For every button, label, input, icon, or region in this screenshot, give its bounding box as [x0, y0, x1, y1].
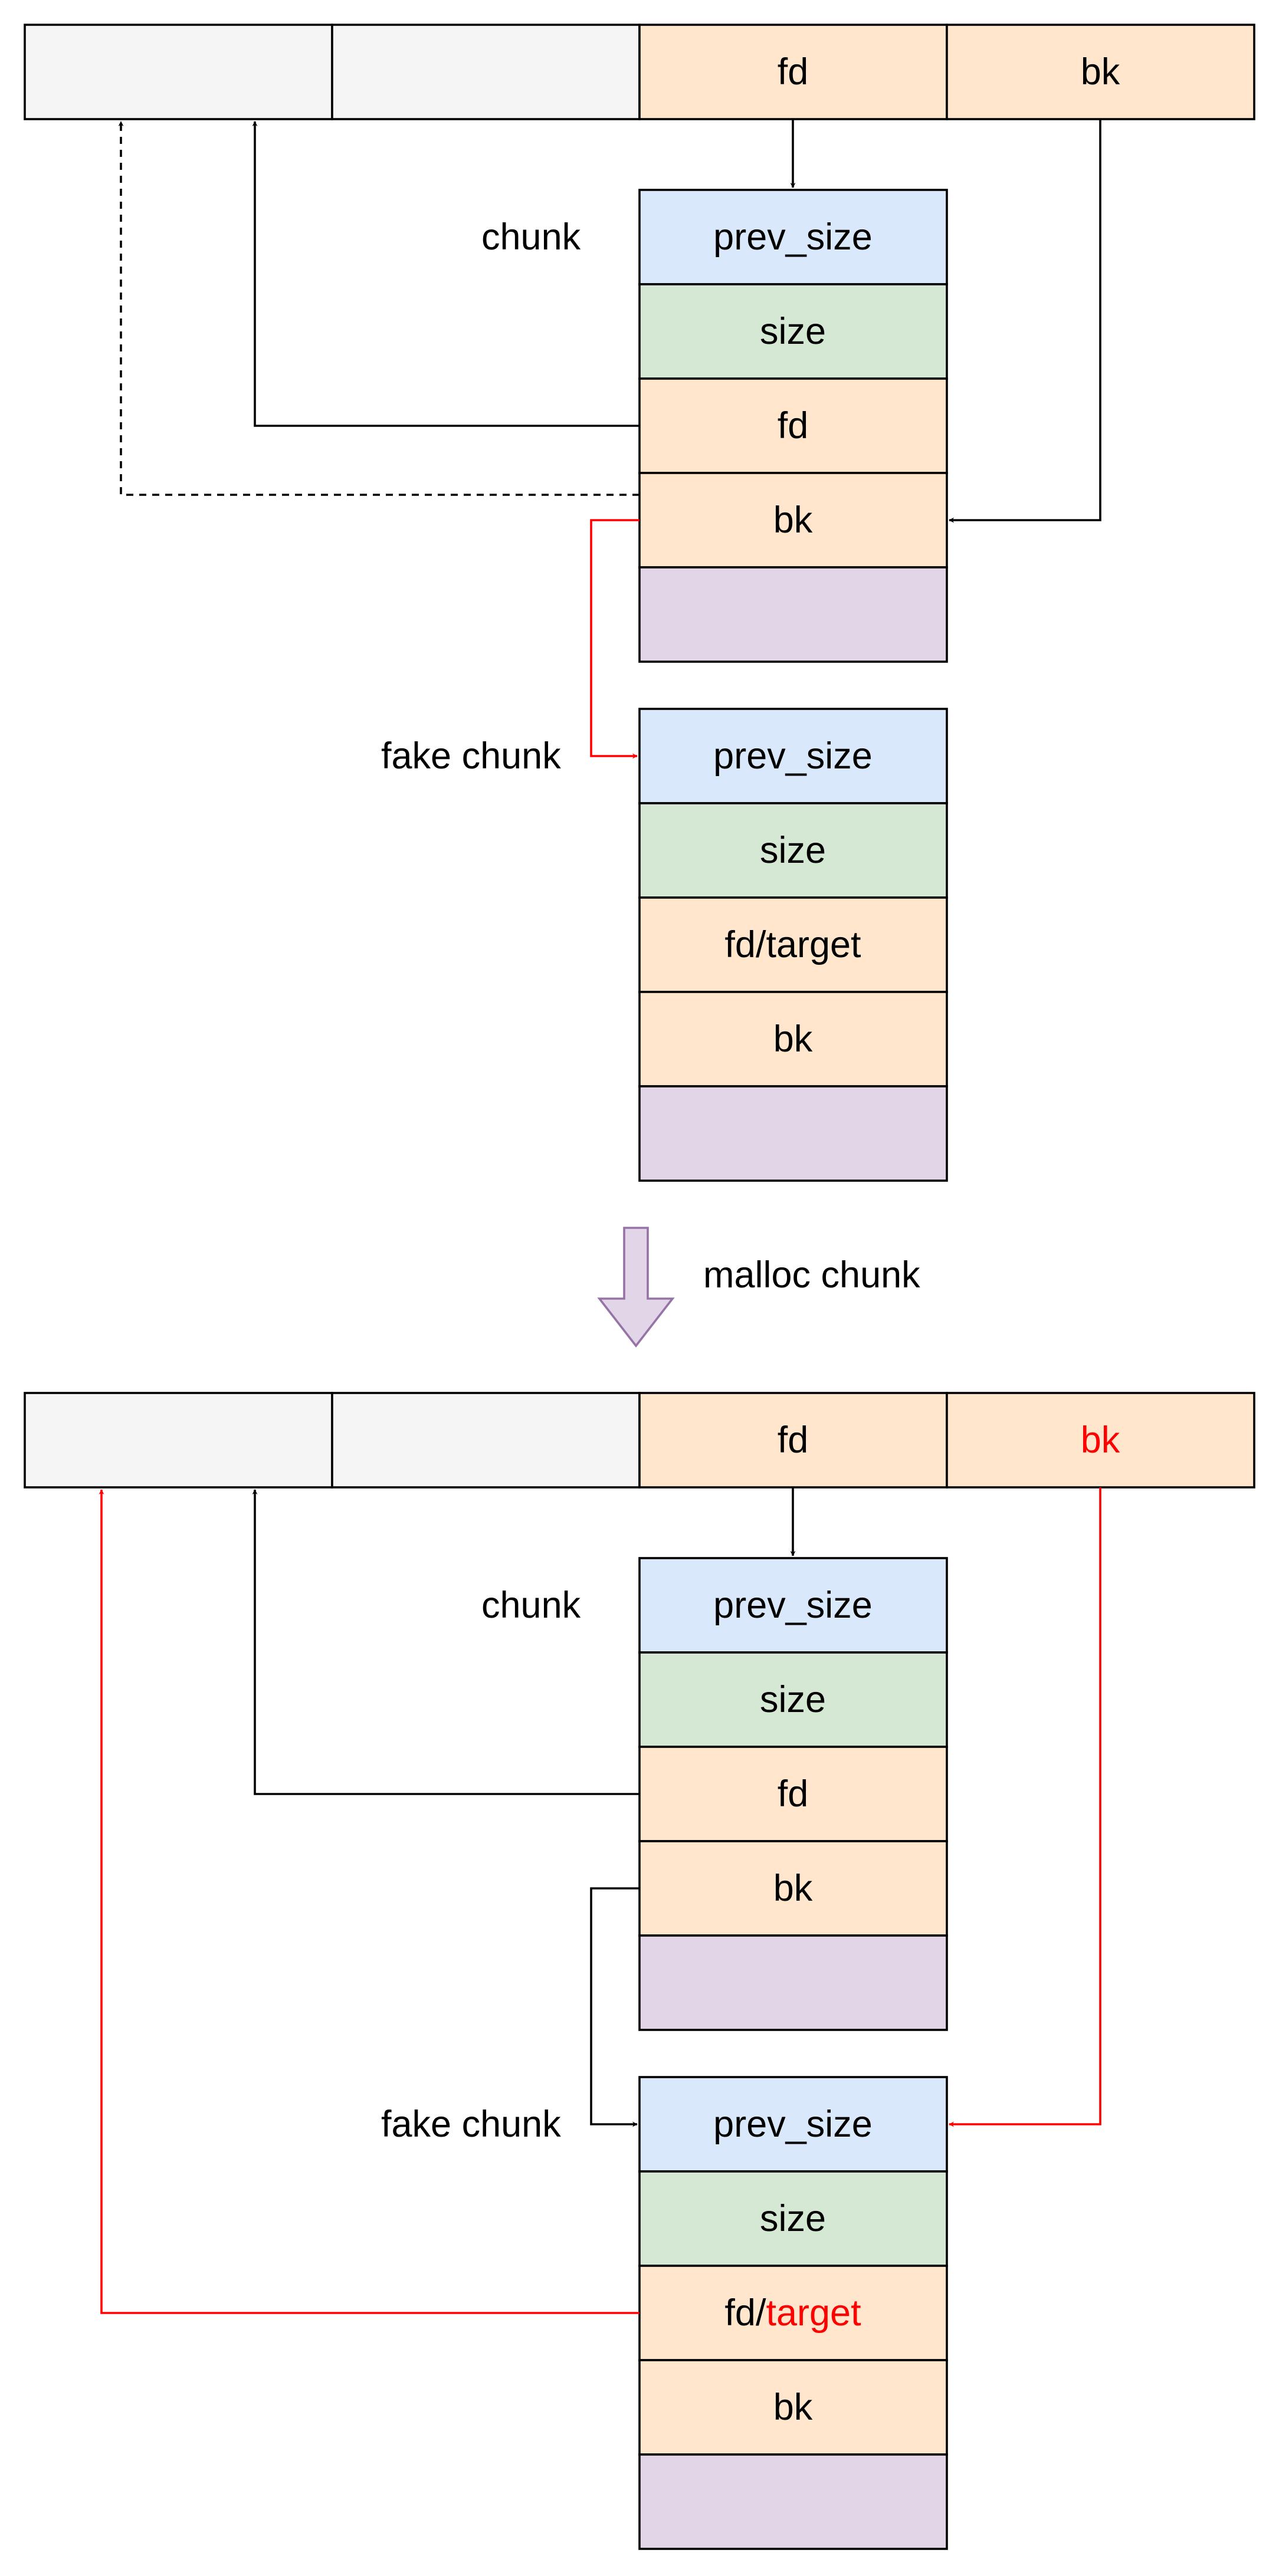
top-bin-row: fd bk: [24, 24, 1255, 120]
bottom-fake-fd-target-cell: [638, 2265, 948, 2361]
top-chunk: chunk prev_size size fd bk: [481, 189, 948, 663]
top-fake-chunk: fake chunk prev_size size fd/target bk: [381, 708, 948, 1182]
bottom-connectors: [99, 1487, 1101, 2314]
bottom-fake-target-highlight: target: [766, 2292, 861, 2334]
bottom-chunk-size-label: size: [760, 1679, 826, 1720]
top-fake-data-cell: [638, 1085, 948, 1182]
top-chunk-fd-to-bin-arrow: [252, 121, 640, 427]
bottom-bin-cell-1: [24, 1392, 333, 1489]
bottom-fake-size-cell: [638, 2170, 948, 2267]
bottom-chunk-prev-size-label: prev_size: [713, 1585, 873, 1626]
top-chunk-data-cell: [638, 566, 948, 663]
bottom-fake-data-cell: [638, 2453, 948, 2550]
bottom-fake-bk-label: bk: [773, 2387, 813, 2428]
top-bin-fd-cell: [638, 24, 948, 120]
top-bin-bk-label: bk: [1081, 51, 1120, 93]
top-chunk-prev-size-cell: [638, 189, 948, 285]
bottom-fake-target-to-bin-arrow: [99, 1489, 640, 2314]
bottom-chunk-bk-to-fake-chunk-arrow: [590, 1887, 640, 2127]
top-chunk-size-label: size: [760, 311, 826, 352]
bottom-chunk-fd-label: fd: [778, 1773, 809, 1815]
bottom-fake-chunk-label: fake chunk: [381, 2104, 561, 2145]
bottom-bin-row: fd bk: [24, 1392, 1255, 1489]
top-fake-prev-size-cell: [638, 708, 948, 804]
malloc-chunk-label: malloc chunk: [703, 1254, 920, 1296]
top-fake-bk-label: bk: [773, 1018, 813, 1060]
top-fake-bk-cell: [638, 991, 948, 1087]
top-bin-cell-1: [24, 24, 333, 120]
top-chunk-label: chunk: [481, 216, 581, 258]
top-fake-fd-target-label: fd/target: [724, 924, 861, 965]
bottom-diagram: fd bk chunk prev_size size fd bk fake ch…: [24, 1392, 1255, 2550]
top-chunk-bk-label: bk: [773, 500, 813, 541]
down-arrow-icon: [597, 1227, 675, 1348]
bottom-fake-fd-prefix: fd/: [724, 2292, 766, 2334]
transition: malloc chunk: [597, 1227, 920, 1348]
top-fake-size-cell: [638, 802, 948, 899]
bottom-bin-bk-to-fake-chunk-arrow: [949, 1487, 1101, 2127]
top-chunk-bk-to-fake-chunk-arrow: [590, 519, 640, 759]
bottom-bin-cell-2: [331, 1392, 641, 1489]
bottom-bin-fd-cell: [638, 1392, 948, 1489]
top-diagram: fd bk chunk prev_size size fd bk fake ch…: [24, 24, 1255, 1182]
top-fake-prev-size-label: prev_size: [713, 735, 873, 777]
top-fake-size-label: size: [760, 830, 826, 871]
bottom-fake-fd-target-label: fd/target: [724, 2292, 861, 2334]
bottom-bin-fd-label: fd: [778, 1420, 809, 1461]
top-bin-bk-cell: [946, 24, 1255, 120]
bottom-chunk-bk-label: bk: [773, 1868, 813, 1909]
top-chunk-bk-to-bin-dashed-arrow: [118, 121, 640, 496]
top-bin-fd-label: fd: [778, 51, 809, 93]
bottom-chunk-bk-cell: [638, 1840, 948, 1937]
bottom-chunk-fd-to-bin-arrow: [252, 1489, 640, 1795]
bottom-chunk-size-cell: [638, 1651, 948, 1748]
top-bin-cell-2: [331, 24, 641, 120]
top-chunk-prev-size-label: prev_size: [713, 216, 873, 258]
top-fake-chunk-label: fake chunk: [381, 735, 561, 777]
bottom-fake-prev-size-cell: [638, 2076, 948, 2173]
bottom-chunk-data-cell: [638, 1934, 948, 2031]
bottom-bin-bk-cell: [946, 1392, 1255, 1489]
bottom-chunk: chunk prev_size size fd bk: [481, 1557, 948, 2031]
bottom-chunk-fd-cell: [638, 1746, 948, 1842]
top-bin-bk-to-chunk-bk-arrow: [949, 119, 1101, 523]
top-connectors: [118, 119, 1101, 759]
bottom-fake-chunk: fake chunk prev_size size fd/target bk: [381, 2076, 948, 2550]
top-chunk-fd-label: fd: [778, 405, 809, 446]
bottom-fake-prev-size-label: prev_size: [713, 2104, 873, 2145]
bottom-bin-bk-label: bk: [1081, 1420, 1120, 1461]
bottom-chunk-prev-size-cell: [638, 1557, 948, 1654]
bottom-chunk-label: chunk: [481, 1585, 581, 1626]
top-fake-fd-target-cell: [638, 896, 948, 993]
bottom-fake-size-label: size: [760, 2198, 826, 2239]
